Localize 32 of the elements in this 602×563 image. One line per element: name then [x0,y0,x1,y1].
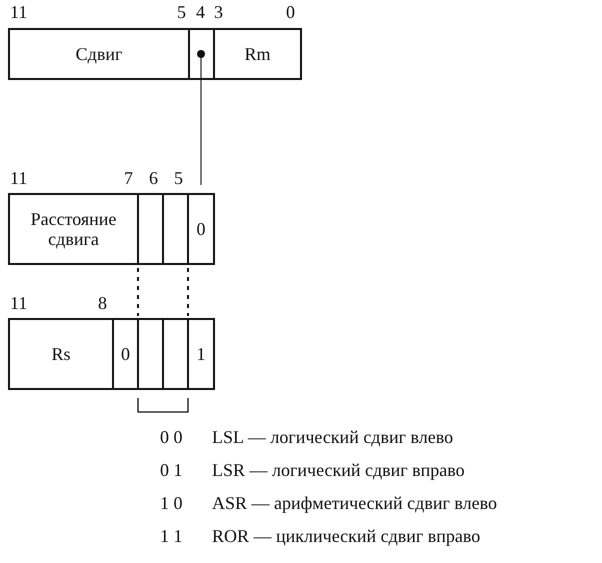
field-box: Rm [213,28,302,80]
bit-number: 8 [98,293,107,313]
bit-box [137,318,164,390]
bit-box: 1 [187,318,215,390]
bit-box [162,193,189,265]
bit-box [137,193,164,265]
code-value: 0 0 [160,427,182,447]
shift-description: ROR — циклический сдвиг вправо [212,526,480,546]
bit-number: 11 [10,293,28,313]
bit-number: 4 [196,2,205,22]
bit-number: 5 [174,168,183,188]
bit-number: 11 [10,168,28,188]
code-value: 1 1 [160,526,182,546]
bit-number: 0 [286,2,295,22]
bit-number: 11 [10,2,28,22]
field-box: Rs [8,318,114,390]
bit-box [188,28,215,80]
bit-number: 3 [214,2,223,22]
code-value: 1 0 [160,493,182,513]
bit-number: 7 [124,168,133,188]
field-box: Сдвиг [8,28,190,80]
shift-description: ASR — арифметический сдвиг влево [212,493,497,513]
shift-description: LSR — логический сдвиг вправо [212,460,465,480]
leader-line [197,50,205,186]
code-value: 0 1 [160,460,182,480]
bit-box: 0 [187,193,215,265]
bit-box: 0 [112,318,139,390]
bit-number: 6 [149,168,158,188]
bit-number: 5 [177,2,186,22]
bit-box [162,318,189,390]
field-box: Расстояние сдвига [8,193,139,265]
shift-description: LSL — логический сдвиг влево [212,427,454,447]
